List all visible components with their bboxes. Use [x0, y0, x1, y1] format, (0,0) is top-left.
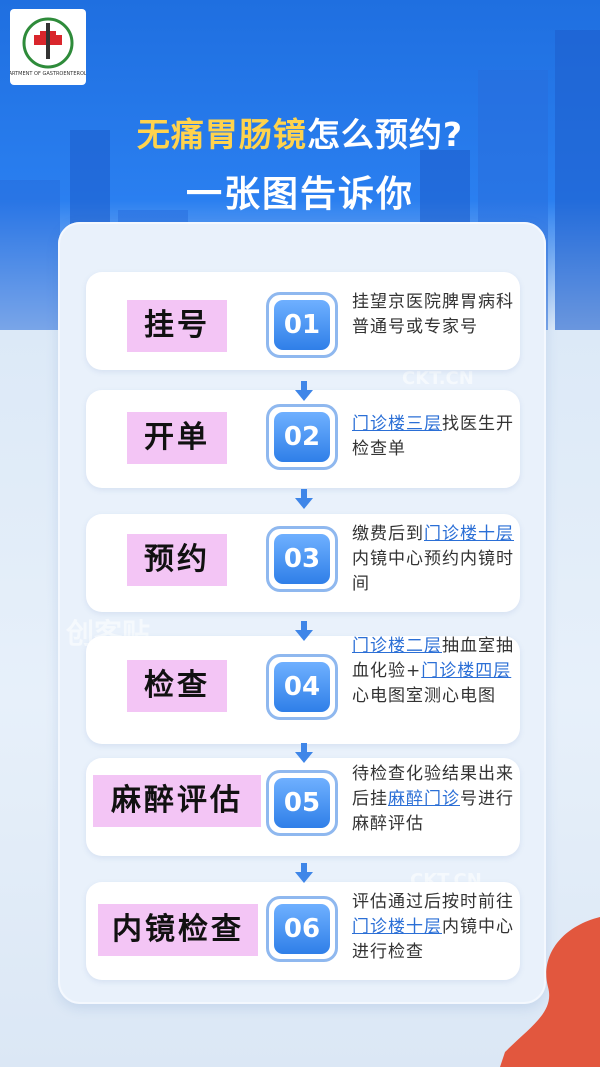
step-description: 挂望京医院脾胃病科普通号或专家号 — [352, 290, 522, 340]
watermark: CKT.CN — [402, 368, 474, 389]
down-arrow-icon — [295, 489, 313, 509]
description-text: 内镜中心进行检查 — [352, 917, 514, 962]
step-description: 门诊楼三层找医生开检查单 — [352, 412, 522, 462]
location-link: 麻醉门诊 — [388, 789, 460, 809]
page-title: 无痛胃肠镜怎么预约? — [136, 115, 464, 154]
step-number-badge: 04 — [266, 654, 338, 720]
step-number: 06 — [274, 904, 330, 954]
description-text: 抽血室抽血化验+ — [352, 636, 514, 681]
page-subtitle: 一张图告诉你 — [185, 174, 414, 215]
description-text: 内镜中心预约内镜时间 — [352, 549, 514, 594]
down-arrow-icon — [295, 743, 313, 763]
step-label: 检查 — [127, 660, 227, 712]
step-number: 03 — [274, 534, 330, 584]
step-number: 04 — [274, 662, 330, 712]
step-label: 挂号 — [127, 300, 227, 352]
step-number: 05 — [274, 778, 330, 828]
svg-text:DEPARTMENT OF GASTROENTEROLOGY: DEPARTMENT OF GASTROENTEROLOGY — [10, 71, 86, 77]
step-number-badge: 02 — [266, 404, 338, 470]
step-number: 01 — [274, 300, 330, 350]
step-label: 内镜检查 — [98, 904, 258, 956]
location-link: 门诊楼四层 — [421, 661, 512, 681]
step-number-badge: 06 — [266, 896, 338, 962]
step-description: 评估通过后按时前往门诊楼十层内镜中心进行检查 — [352, 890, 522, 965]
description-text: 找医生开检查单 — [352, 414, 514, 459]
step-description: 待检查化验结果出来后挂麻醉门诊号进行麻醉评估 — [352, 762, 522, 837]
stomach-illustration — [500, 917, 600, 1067]
down-arrow-icon — [295, 381, 313, 401]
step-number-badge: 05 — [266, 770, 338, 836]
down-arrow-icon — [295, 863, 313, 883]
location-link: 门诊楼二层 — [352, 636, 442, 656]
down-arrow-icon — [295, 621, 313, 641]
location-link: 门诊楼十层 — [352, 917, 442, 937]
step-description: 门诊楼二层抽血室抽血化验+门诊楼四层心电图室测心电图 — [352, 634, 522, 709]
step-number: 02 — [274, 412, 330, 462]
description-text: 缴费后到 — [352, 524, 424, 544]
step-number-badge: 03 — [266, 526, 338, 592]
step-description: 缴费后到门诊楼十层内镜中心预约内镜时间 — [352, 522, 522, 597]
location-link: 门诊楼十层 — [424, 524, 514, 544]
step-label: 麻醉评估 — [93, 775, 261, 827]
location-link: 门诊楼三层 — [352, 414, 442, 434]
step-label: 开单 — [127, 412, 227, 464]
step-number-badge: 01 — [266, 292, 338, 358]
step-label: 预约 — [127, 534, 227, 586]
description-text: 挂望京医院脾胃病科普通号或专家号 — [352, 292, 514, 337]
description-text: 待检查化验结果出来后挂 — [352, 764, 514, 809]
description-text: 评估通过后按时前往 — [352, 892, 514, 912]
hospital-logo: DEPARTMENT OF GASTROENTEROLOGY — [0, 9, 98, 85]
description-text: 号进行麻醉评估 — [352, 789, 514, 834]
description-text: 心电图室测心电图 — [352, 686, 496, 706]
